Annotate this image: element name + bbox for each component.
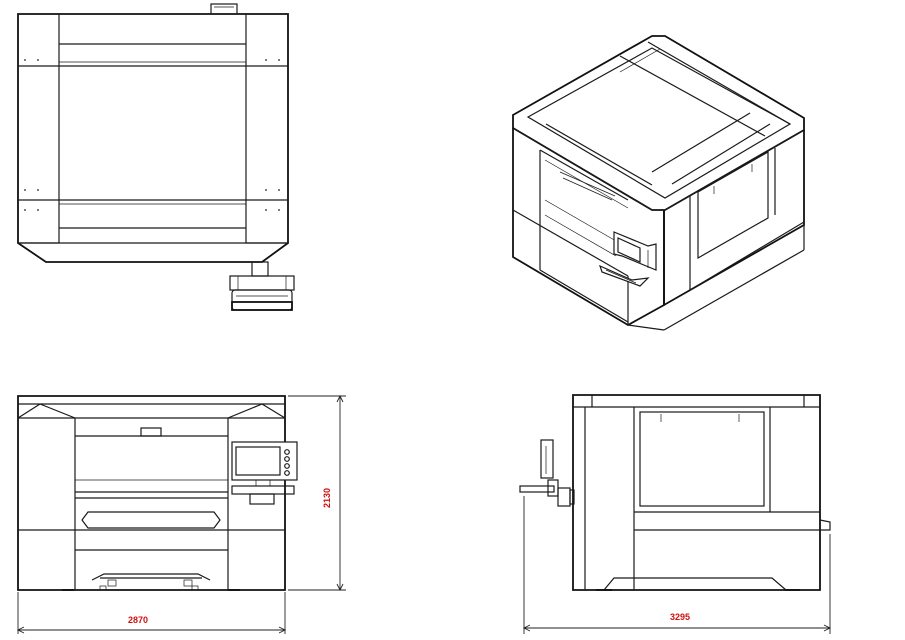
control-panel-side (519, 439, 575, 507)
control-panel-top (229, 261, 295, 311)
isometric-view (512, 35, 805, 331)
side-depth-label: 3295 (670, 612, 690, 622)
front-height-label: 2130 (322, 488, 332, 508)
side-view (519, 394, 831, 591)
side-depth-dimension: 3295 (522, 496, 832, 634)
control-panel-front (231, 441, 298, 505)
front-width-label: 2870 (128, 615, 148, 625)
front-width-dimension: 2870 (16, 592, 287, 634)
front-height-dimension: 2130 (288, 394, 346, 592)
front-view (17, 395, 298, 591)
top-view (17, 3, 295, 311)
control-panel-iso (599, 231, 657, 287)
